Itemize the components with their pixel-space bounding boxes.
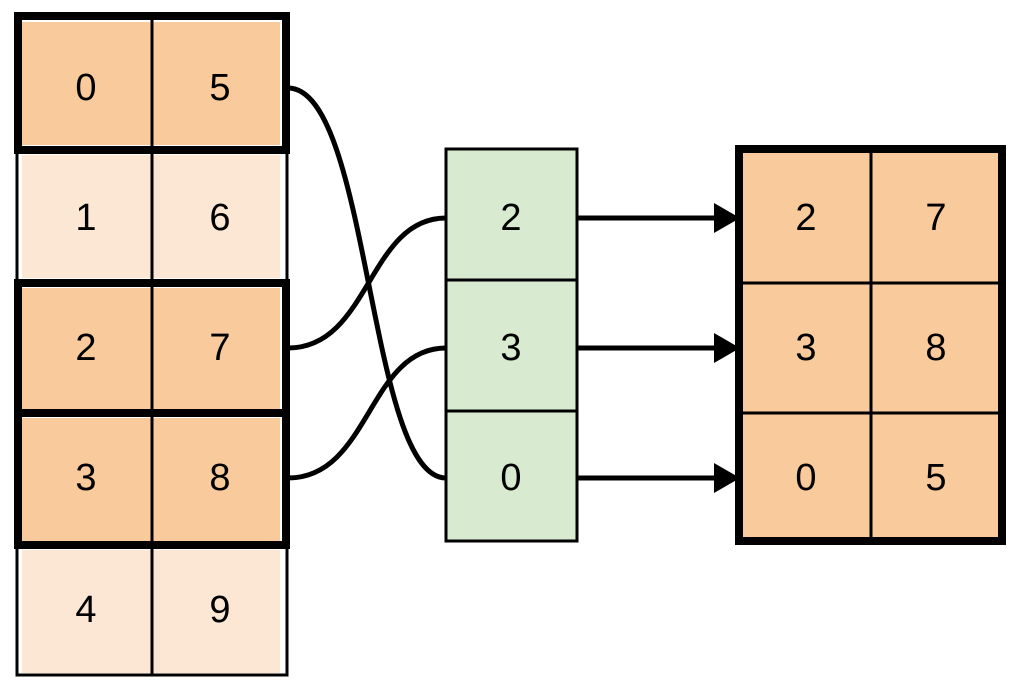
right-cell-value-1: 8 xyxy=(925,327,946,369)
right-table-grid xyxy=(741,151,1000,539)
left-cell-value-0: 5 xyxy=(209,67,230,109)
connector-group xyxy=(287,85,447,481)
left-cell-key-4: 4 xyxy=(75,589,96,631)
right-table-outline xyxy=(735,145,1006,545)
left-cell-value-4: 9 xyxy=(209,589,230,631)
connector-row2-to-index0 xyxy=(287,215,447,351)
middle-column: 2 3 0 xyxy=(444,147,579,543)
left-cell-key-0: 0 xyxy=(75,67,96,109)
left-cell-value-2: 7 xyxy=(209,327,230,369)
middle-column-bg xyxy=(446,149,577,541)
arrow-index1-to-result1 xyxy=(578,333,740,363)
right-table: 2 7 3 8 0 5 xyxy=(735,145,1006,545)
right-cell-key-1: 3 xyxy=(795,327,816,369)
left-cell-value-1: 6 xyxy=(209,197,230,239)
middle-cell-0: 2 xyxy=(500,197,521,239)
left-table: 0 5 1 6 2 7 3 8 4 9 xyxy=(14,12,290,677)
left-cell-value-3: 8 xyxy=(209,457,230,499)
right-cell-key-2: 0 xyxy=(795,457,816,499)
connector-row3-to-index1 xyxy=(287,345,447,481)
middle-cell-1: 3 xyxy=(500,327,521,369)
left-cell-key-1: 1 xyxy=(75,197,96,239)
arrow-index2-to-result2 xyxy=(578,463,740,493)
right-cell-value-2: 5 xyxy=(925,457,946,499)
left-cell-key-3: 3 xyxy=(75,457,96,499)
middle-cell-2: 0 xyxy=(500,457,521,499)
right-cell-value-0: 7 xyxy=(925,197,946,239)
arrow-group xyxy=(578,203,740,493)
middle-column-grid xyxy=(444,147,579,543)
left-cell-key-2: 2 xyxy=(75,327,96,369)
right-cell-key-0: 2 xyxy=(795,197,816,239)
arrow-index0-to-result0 xyxy=(578,203,740,233)
